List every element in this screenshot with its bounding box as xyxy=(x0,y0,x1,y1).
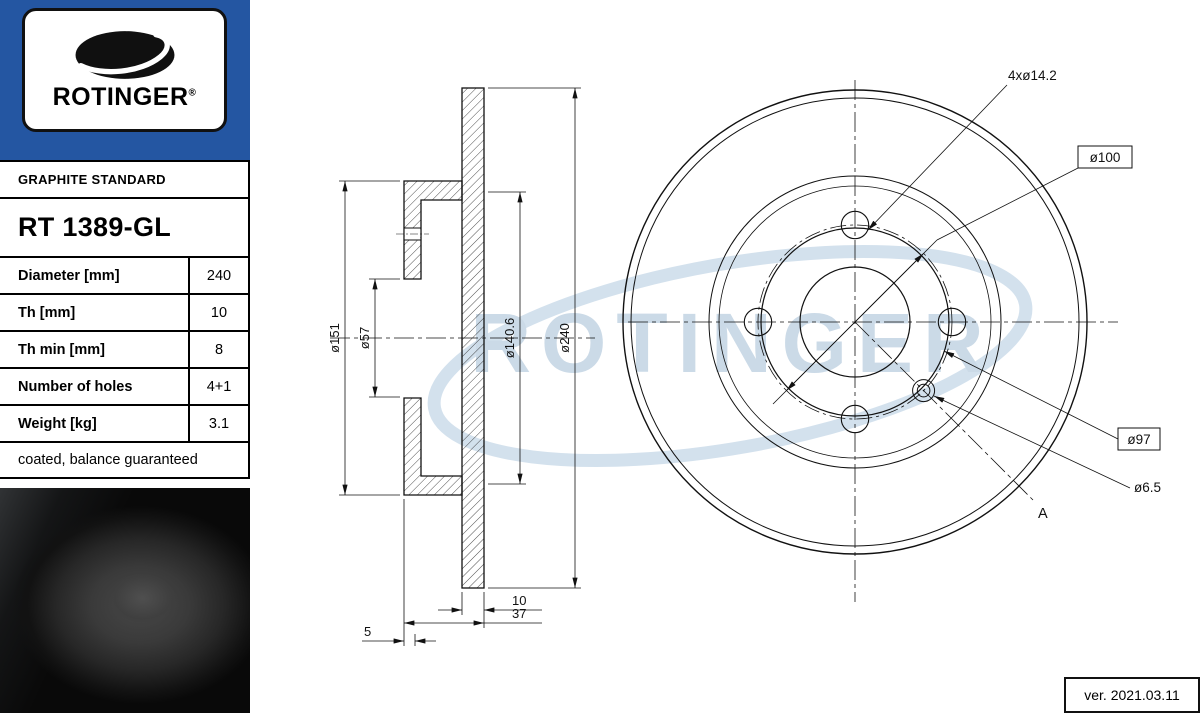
section-view xyxy=(330,87,595,589)
label-hub-diameter: ø97 xyxy=(1127,432,1150,447)
spec-value: 3.1 xyxy=(188,406,248,441)
label-bolt-circle: ø100 xyxy=(1090,150,1121,165)
spec-label: Number of holes xyxy=(18,378,133,395)
dim-flange-diameter: ø151 xyxy=(327,323,342,353)
spec-value: 8 xyxy=(188,332,248,367)
spec-value: 4+1 xyxy=(188,369,248,404)
coating-note: coated, balance guaranteed xyxy=(0,443,248,479)
dim-outer-diameter: ø240 xyxy=(557,323,572,353)
dim-total-width: 37 xyxy=(512,606,526,621)
section-dimensions xyxy=(339,87,581,646)
section-dimension-labels: ø151 ø57 ø140.6 ø240 10 37 5 xyxy=(327,318,572,639)
brand-area: ROTINGER® xyxy=(0,0,250,160)
spec-row-weight: Weight [kg] 3.1 xyxy=(0,406,248,443)
registered-mark: ® xyxy=(188,87,197,99)
dim-friction-inner-diameter: ø140.6 xyxy=(502,318,517,358)
series-label: GRAPHITE STANDARD xyxy=(18,172,166,187)
logo-oval-icon xyxy=(75,31,174,79)
series-label-row: GRAPHITE STANDARD xyxy=(0,162,248,199)
spec-row-th-min: Th min [mm] 8 xyxy=(0,332,248,369)
spec-row-holes: Number of holes 4+1 xyxy=(0,369,248,406)
dim-bore-diameter: ø57 xyxy=(357,327,372,349)
spec-table: GRAPHITE STANDARD RT 1389-GL Diameter [m… xyxy=(0,160,250,479)
label-view-a: A xyxy=(1038,506,1048,522)
spec-label: Th [mm] xyxy=(18,304,76,321)
brand-name-text: ROTINGER xyxy=(52,83,189,111)
spec-row-diameter: Diameter [mm] 240 xyxy=(0,258,248,295)
spec-value: 240 xyxy=(188,258,248,293)
version-box: ver. 2021.03.11 xyxy=(1064,677,1200,713)
label-pilot-hole: ø6.5 xyxy=(1134,480,1161,495)
dim-thickness: 10 xyxy=(512,593,526,608)
dim-hat-offset: 5 xyxy=(364,624,371,639)
version-text: ver. 2021.03.11 xyxy=(1084,687,1180,703)
spec-label: Th min [mm] xyxy=(18,341,105,358)
product-photo xyxy=(0,488,250,713)
spec-row-th: Th [mm] 10 xyxy=(0,295,248,332)
brand-name: ROTINGER® xyxy=(53,83,197,112)
watermark-text: ROTINGER xyxy=(470,296,993,390)
spec-value: 10 xyxy=(188,295,248,330)
drawing-canvas: ROTINGER xyxy=(327,68,1161,646)
spec-label: Weight [kg] xyxy=(18,415,97,432)
sidebar: ROTINGER® GRAPHITE STANDARD RT 1389-GL D… xyxy=(0,0,250,713)
label-bolt-holes: 4xø14.2 xyxy=(1008,68,1057,83)
rotinger-logo: ROTINGER® xyxy=(22,8,227,132)
front-view xyxy=(622,80,1161,602)
spec-label: Diameter [mm] xyxy=(18,267,120,284)
watermark: ROTINGER xyxy=(427,244,1033,468)
part-number: RT 1389-GL xyxy=(18,212,172,242)
front-view-labels: 4xø14.2 ø100 ø97 ø6.5 A xyxy=(1008,68,1161,522)
part-number-row: RT 1389-GL xyxy=(0,199,248,258)
technical-drawing: ROTINGER xyxy=(250,0,1200,713)
